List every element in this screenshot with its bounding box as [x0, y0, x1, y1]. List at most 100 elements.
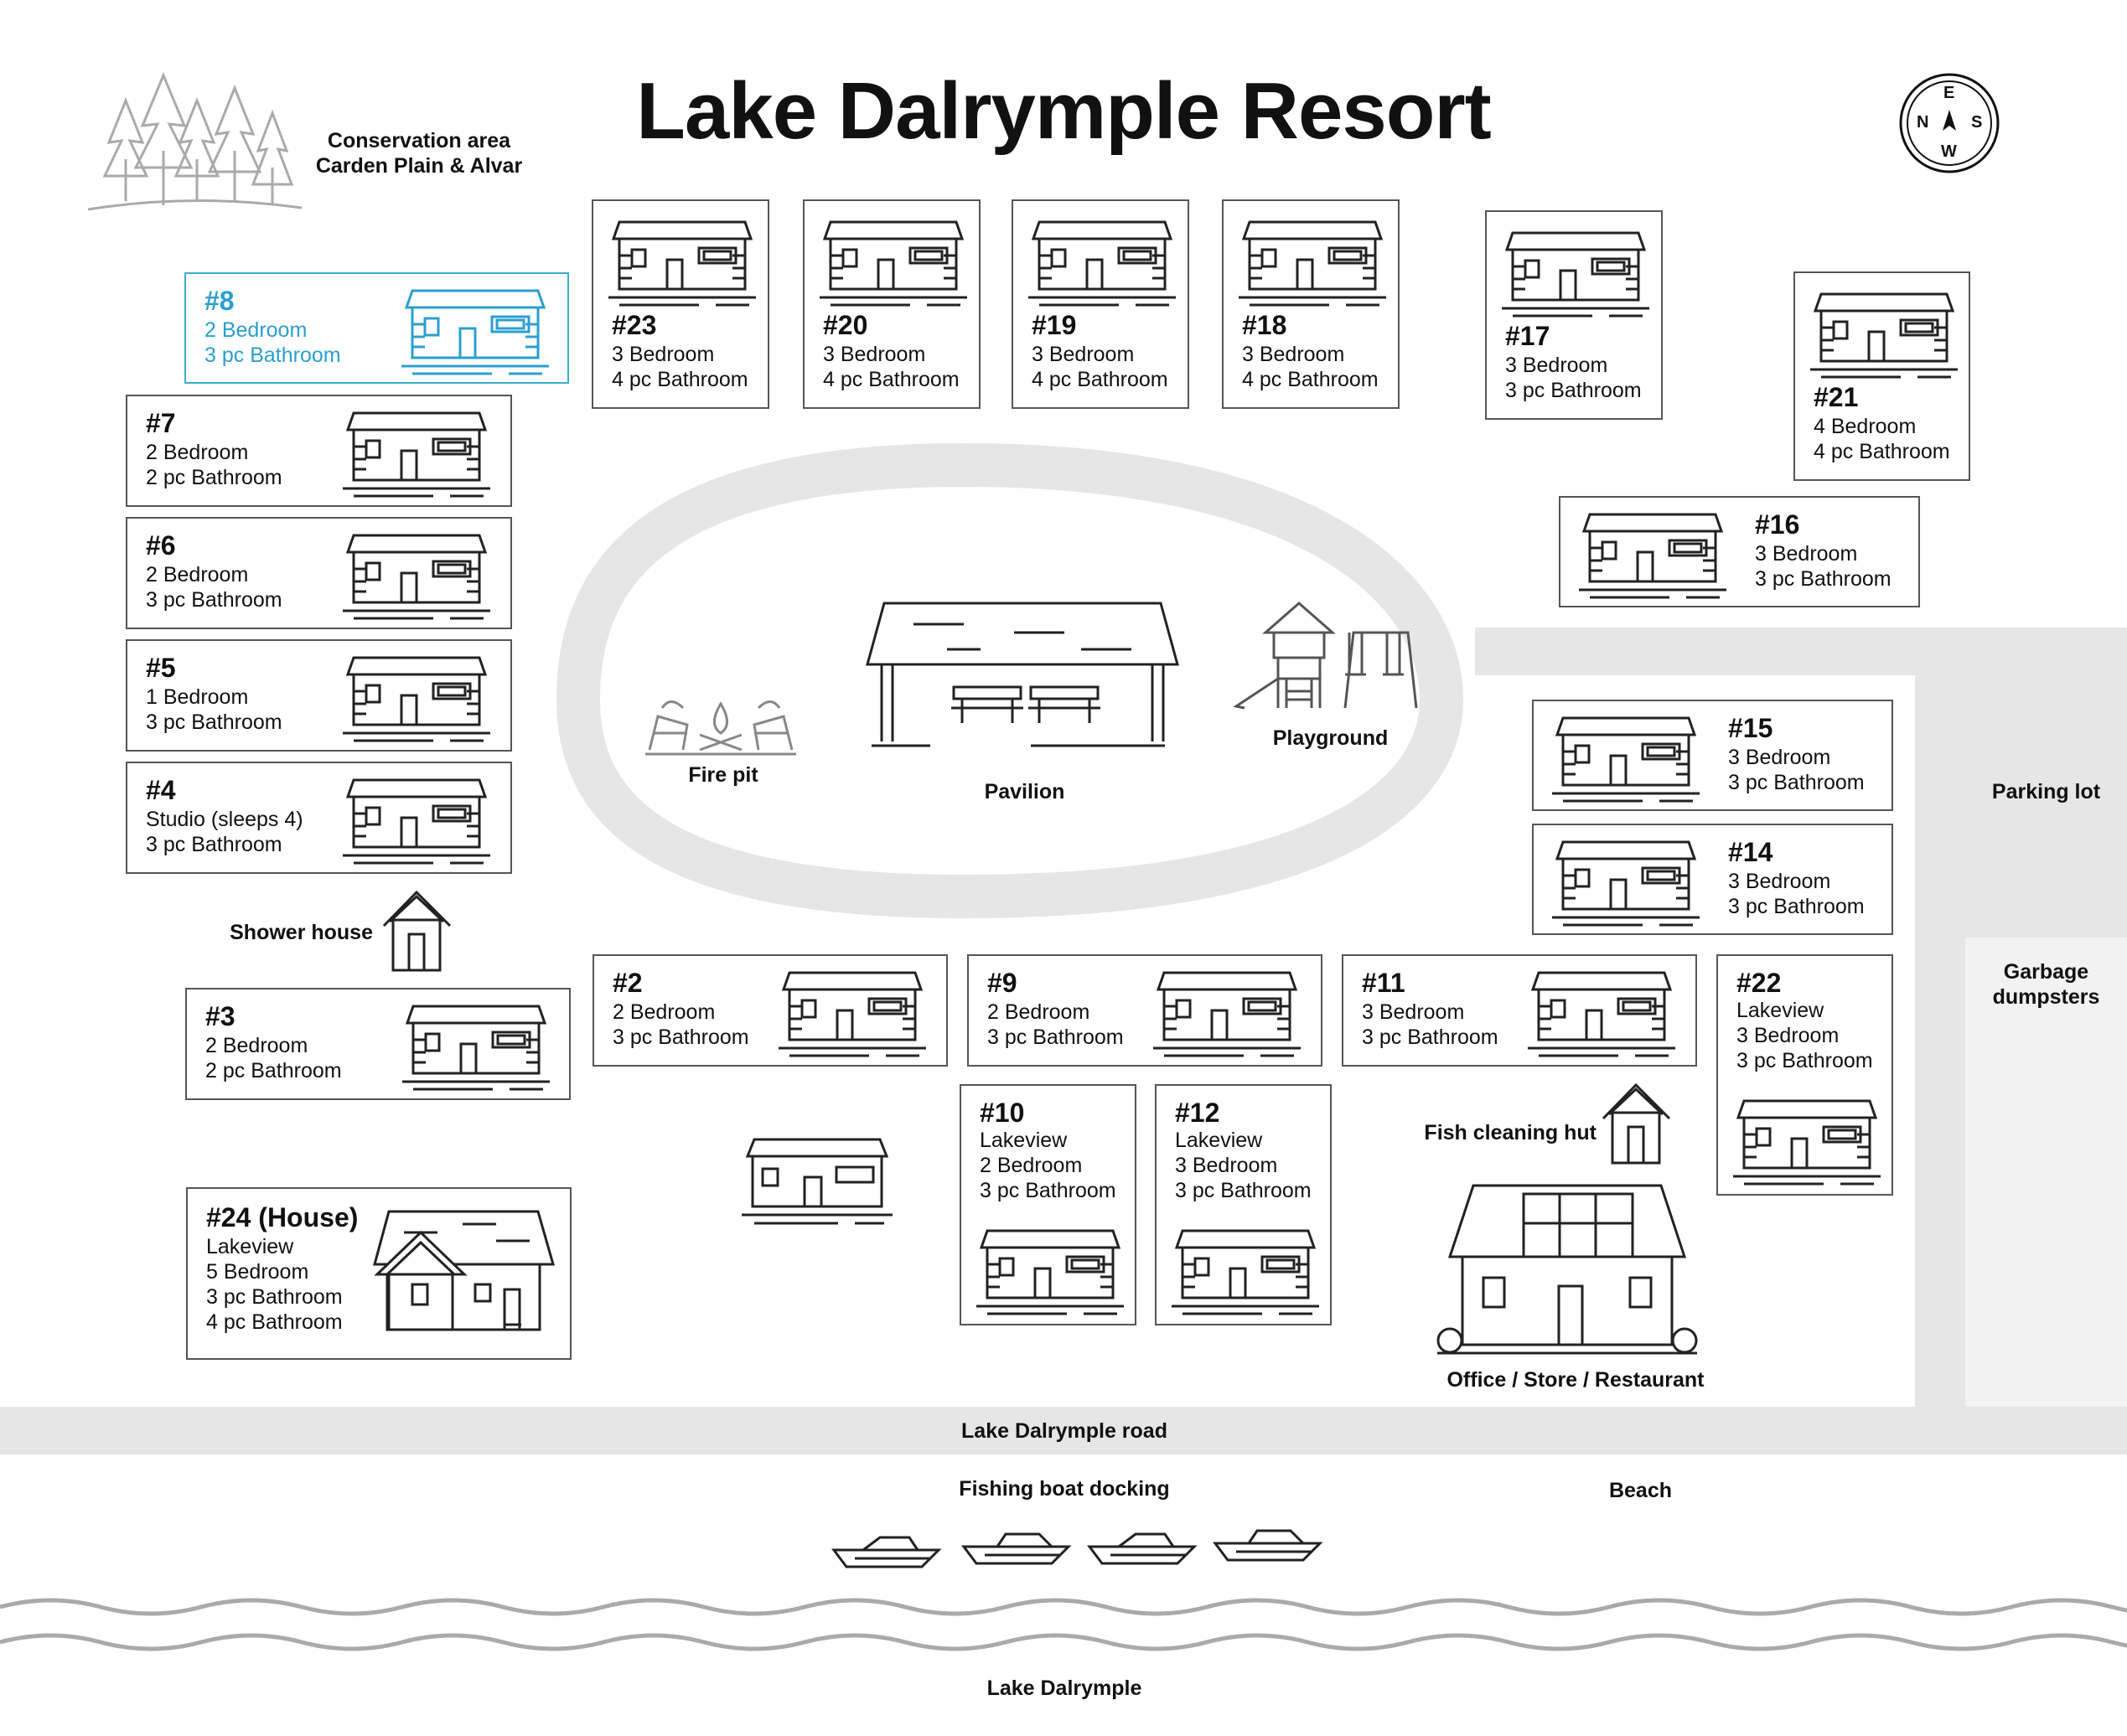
compass-east: E [1943, 84, 1955, 102]
cabin-icon [401, 289, 549, 375]
cabin-icon [1579, 513, 1726, 599]
cabin-number: #24 (House) [206, 1202, 359, 1232]
cabin-detail-line: 3 pc Bathroom [1755, 567, 1892, 591]
cabin-icon [608, 220, 756, 307]
cabin-number: #15 [1728, 713, 1773, 743]
cabin-detail-line: 2 Bedroom [146, 563, 249, 586]
cabin-number: #22 [1736, 968, 1782, 998]
cabin-detail-line: 2 Bedroom [987, 1000, 1090, 1024]
cabin-detail-line: 1 Bedroom [146, 685, 249, 709]
cabin-number: #20 [823, 310, 868, 340]
cabin-detail-line: 3 pc Bathroom [146, 710, 282, 734]
main-road [0, 1407, 2127, 1454]
cabin-icon [1552, 840, 1700, 927]
cabin-number: #12 [1175, 1098, 1220, 1128]
cabin-detail-line: 3 pc Bathroom [206, 1285, 343, 1309]
compass: E N S W [1898, 72, 2000, 174]
compass-west: W [1941, 142, 1957, 161]
cabin-detail-line: 3 pc Bathroom [1728, 895, 1865, 918]
cabin-detail-line: 3 Bedroom [1755, 542, 1858, 566]
parking-lot-strip [1965, 628, 2127, 938]
cabin-detail-line: Lakeview [206, 1235, 294, 1258]
cabin-detail-line: 4 pc Bathroom [1814, 440, 1950, 463]
forest-icon [87, 72, 303, 211]
conservation-label-line2: Carden Plain & Alvar [315, 154, 523, 178]
cabin-icon [343, 778, 490, 865]
cabin-detail-line: 3 pc Bathroom [204, 344, 341, 367]
fishing-boats [831, 1529, 1323, 1568]
cabin-number: #2 [613, 968, 643, 998]
cabin-detail-line: 3 Bedroom [1505, 354, 1608, 377]
cabin-number: #7 [146, 408, 176, 438]
cabin-detail-line: 3 Bedroom [1736, 1024, 1840, 1047]
cabin-detail-line: 3 Bedroom [1175, 1154, 1278, 1177]
lake-wave-1 [0, 1598, 2127, 1616]
cabin-detail-line: 3 pc Bathroom [1728, 771, 1865, 794]
cabin-detail-line: Lakeview [980, 1129, 1068, 1152]
garbage-label-line2: dumpsters [1992, 985, 2100, 1009]
cabin-detail-line: 3 pc Bathroom [1175, 1179, 1312, 1202]
fish-cleaning-hut-label: Fish cleaning hut [1424, 1121, 1597, 1144]
cabin-detail-line: Studio (sleeps 4) [146, 808, 303, 831]
cabin-detail-line: 4 pc Bathroom [612, 368, 748, 391]
cabin-detail-line: 3 Bedroom [612, 343, 715, 366]
cabin-number: #19 [1032, 310, 1077, 340]
playground-icon [1233, 602, 1418, 710]
cabin-icon [343, 656, 490, 742]
cabin-detail-line: 4 pc Bathroom [206, 1310, 343, 1334]
cabin-detail-line: 4 pc Bathroom [823, 368, 960, 391]
cabin-number: #16 [1755, 509, 1800, 540]
loop-road [556, 442, 1464, 919]
cabin-number: #18 [1242, 310, 1287, 340]
cabin-detail-line: 4 pc Bathroom [1242, 368, 1379, 391]
cabin-detail-line: 3 Bedroom [1242, 343, 1345, 366]
cabin-number: #3 [205, 1001, 235, 1031]
cabin-detail-line: 2 Bedroom [146, 441, 249, 464]
cabin-detail-line: 4 Bedroom [1814, 415, 1917, 438]
cabin-detail-line: 3 pc Bathroom [146, 588, 282, 612]
cabin-number: #21 [1814, 382, 1859, 412]
cabin-detail-line: 3 pc Bathroom [1736, 1049, 1873, 1072]
boat-docking-label: Fishing boat docking [959, 1477, 1170, 1501]
cabin-number: #6 [146, 530, 176, 561]
office-store-restaurant-icon [1436, 1184, 1698, 1355]
cabin-detail-line: 3 Bedroom [823, 343, 926, 366]
cabin-icon [1810, 292, 1958, 379]
playground-label: Playground [1272, 726, 1389, 750]
cabin-number: #8 [204, 286, 235, 316]
cabin-detail-line: 2 pc Bathroom [205, 1059, 342, 1082]
cabin-detail-line: 3 Bedroom [1728, 870, 1831, 893]
house-icon [373, 1210, 555, 1331]
